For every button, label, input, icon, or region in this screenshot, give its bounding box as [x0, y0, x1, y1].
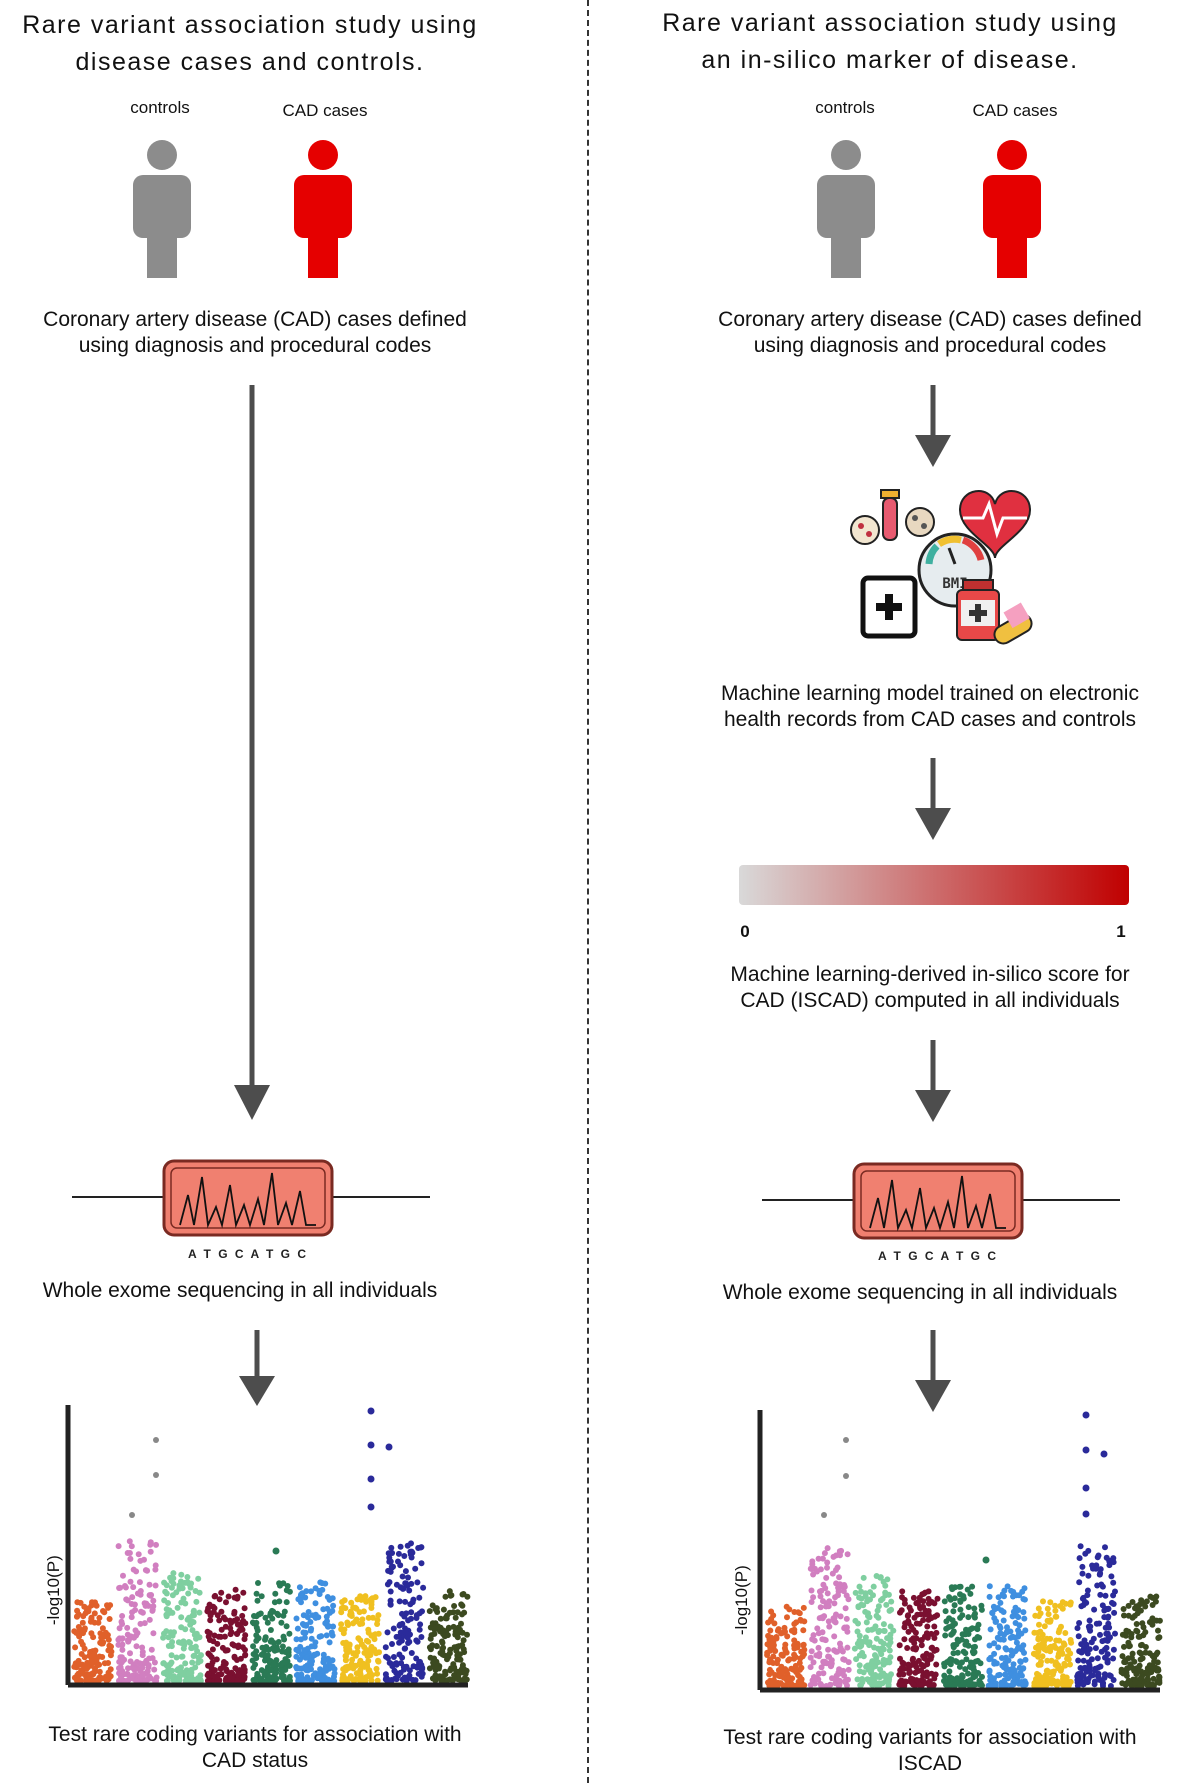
ml-caption-line2: health records from CAD cases and contro… [723, 708, 1136, 731]
right-title-line2: an in-silico marker of disease. [701, 46, 1079, 74]
chromosome-cluster-7 [1030, 1598, 1075, 1689]
right-test-line2: ISCAD [897, 1752, 963, 1775]
left-short-arrow [239, 1330, 275, 1406]
left-y-axis-label: -log10(P) [43, 1555, 63, 1626]
significant-point [1100, 1450, 1108, 1458]
chromosome-cluster-5 [941, 1583, 985, 1689]
significant-point [1082, 1411, 1090, 1419]
right-definition-line1: Coronary artery disease (CAD) cases defi… [718, 308, 1142, 331]
significant-point [982, 1556, 990, 1564]
chromosome-cluster-3 [851, 1573, 897, 1689]
significant-point [1082, 1510, 1090, 1518]
left-controls-label: controls [130, 98, 190, 117]
right-people-figures [817, 140, 1041, 278]
left-long-arrow [234, 385, 270, 1120]
left-dna-sequence-label: A T G C A T G C [188, 1247, 308, 1261]
significant-point [272, 1547, 280, 1555]
panel-divider [587, 0, 589, 1783]
chromosome-cluster-8 [1074, 1543, 1118, 1689]
chromosome-cluster-7 [338, 1593, 382, 1684]
right-control-person-icon [817, 140, 875, 278]
right-panel: Rare variant association study using an … [600, 0, 1200, 1783]
chromosome-cluster-4 [896, 1588, 941, 1689]
left-title-line1: Rare variant association study using [22, 11, 478, 39]
right-cases-label: CAD cases [972, 101, 1058, 120]
bmi-label: BMI [942, 576, 967, 592]
left-case-person-icon [294, 140, 352, 278]
score-caption-line1: Machine learning-derived in-silico score… [730, 963, 1130, 986]
right-dna-chromatogram [762, 1162, 1120, 1240]
significant-point [843, 1473, 849, 1479]
scale-max-label: 1 [1116, 922, 1126, 941]
test-tube-icon [880, 489, 900, 541]
left-title-line2: disease cases and controls. [75, 48, 425, 76]
right-arrow-3 [915, 1040, 951, 1122]
significant-point [367, 1407, 375, 1415]
pill-icon [993, 602, 1033, 645]
chromosome-cluster-8 [382, 1540, 427, 1684]
significant-point [843, 1437, 849, 1443]
left-panel: Rare variant association study using dis… [22, 11, 478, 1772]
left-definition-line2: using diagnosis and procedural codes [78, 334, 432, 357]
left-sequencing-caption: Whole exome sequencing in all individual… [42, 1279, 438, 1302]
right-definition-line2: using diagnosis and procedural codes [753, 334, 1107, 357]
chromosome-cluster-3 [160, 1570, 204, 1684]
significant-point [129, 1512, 135, 1518]
significant-point [153, 1437, 159, 1443]
significant-point [1082, 1446, 1090, 1454]
chromosome-cluster-2 [115, 1538, 160, 1684]
left-test-line1: Test rare coding variants for associatio… [48, 1723, 462, 1746]
chromosome-cluster-1 [764, 1603, 808, 1689]
left-control-person-icon [133, 140, 191, 278]
significant-point [1082, 1484, 1090, 1492]
significant-point [367, 1441, 375, 1449]
left-test-line2: CAD status [201, 1749, 309, 1772]
left-manhattan-plot [65, 1405, 471, 1688]
right-manhattan-plot [757, 1410, 1163, 1693]
right-title-line1: Rare variant association study using [662, 9, 1118, 37]
medical-file-icon [860, 575, 918, 639]
petri-dish-icon [850, 507, 935, 545]
left-dna-chromatogram [72, 1159, 430, 1237]
right-sequencing-caption: Whole exome sequencing in all individual… [722, 1281, 1118, 1304]
right-controls-label: controls [815, 98, 875, 117]
significant-point [367, 1475, 375, 1483]
ehr-icon-cluster: BMI [850, 489, 1033, 645]
iscad-gradient-bar [739, 865, 1129, 905]
significant-point [821, 1512, 827, 1518]
significant-point [385, 1443, 393, 1451]
chromosome-cluster-1 [71, 1599, 115, 1684]
ml-caption-line1: Machine learning model trained on electr… [721, 682, 1139, 705]
chromosome-cluster-9 [426, 1588, 471, 1684]
scale-min-label: 0 [740, 922, 750, 941]
right-arrow-2 [915, 758, 951, 840]
chromosome-cluster-4 [204, 1586, 249, 1684]
left-cases-label: CAD cases [282, 101, 368, 120]
right-y-axis-label: -log10(P) [731, 1565, 751, 1636]
right-dna-sequence-label: A T G C A T G C [878, 1249, 998, 1263]
chromosome-cluster-6 [293, 1579, 338, 1684]
right-test-line1: Test rare coding variants for associatio… [723, 1726, 1137, 1749]
left-people-figures [133, 140, 352, 278]
right-arrow-1 [915, 385, 951, 467]
right-arrow-4 [915, 1330, 951, 1412]
significant-point [153, 1472, 159, 1478]
chromosome-cluster-6 [985, 1583, 1029, 1689]
right-case-person-icon [983, 140, 1041, 278]
heart-icon [958, 490, 1032, 559]
chromosome-cluster-9 [1118, 1593, 1163, 1689]
chromosome-cluster-2 [807, 1545, 852, 1689]
score-caption-line2: CAD (ISCAD) computed in all individuals [740, 989, 1120, 1012]
left-definition-line1: Coronary artery disease (CAD) cases defi… [43, 308, 467, 331]
significant-point [367, 1503, 375, 1511]
medicine-bottle-icon [956, 579, 1000, 641]
chromosome-cluster-5 [249, 1580, 293, 1684]
